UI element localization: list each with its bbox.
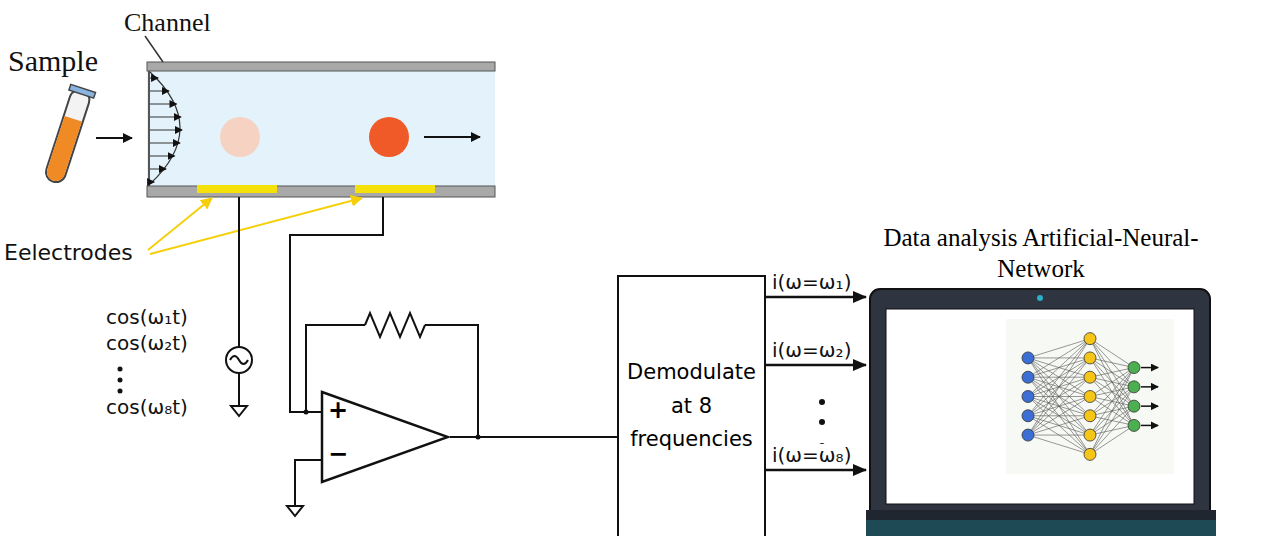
flow-profile [150, 72, 180, 184]
channel-inlet [148, 71, 150, 186]
signal-name: cos(ω₈t) [106, 396, 188, 419]
signal-name: i(ω=ω₈) [772, 444, 851, 467]
output-arrow [766, 469, 866, 472]
channel-interior [147, 70, 495, 186]
source-circuit [226, 197, 252, 416]
amplifier-wiring [287, 197, 478, 516]
ellipsis-dots [118, 367, 123, 394]
leader-line [150, 198, 362, 254]
channel-wall [147, 62, 495, 71]
pin-sign: + [328, 398, 348, 422]
electrode [197, 185, 277, 193]
flow-arrow [424, 136, 480, 138]
box-text: Demodulate at 8 frequencies [625, 356, 758, 457]
flow-arrow [96, 137, 132, 139]
leader-line [148, 198, 212, 250]
leader-line [145, 36, 163, 62]
signal-wire [450, 436, 617, 438]
output-arrow [766, 296, 866, 299]
signal-name: i(ω=ω₂) [772, 339, 851, 362]
signal-name: cos(ω₁t) [106, 306, 188, 329]
signal-name: i(ω=ω₁) [772, 271, 851, 294]
op-amp-symbol: +− [320, 390, 450, 484]
part-name: Eelectrodes [4, 240, 133, 265]
resistor-symbol [365, 313, 425, 337]
node-heading: Data analysis Artificial-Neural-Network [866, 222, 1216, 285]
pin-sign: − [328, 442, 348, 466]
particle [220, 117, 260, 157]
process-box: Demodulate at 8 frequencies [617, 275, 766, 536]
channel-wall [147, 186, 495, 197]
particle [369, 117, 409, 157]
laptop-computer: Data analysis Artificial-Neural-Network [866, 222, 1216, 536]
profile-arrows [150, 78, 182, 182]
signal-name: cos(ω₂t) [106, 332, 188, 355]
ellipsis-dots [819, 399, 825, 449]
electrode [355, 185, 435, 193]
part-name: Channel [124, 8, 211, 38]
output-arrow [766, 364, 866, 367]
junction-dot [304, 410, 309, 415]
test-tube [40, 84, 95, 185]
part-name: Sample [8, 44, 98, 79]
